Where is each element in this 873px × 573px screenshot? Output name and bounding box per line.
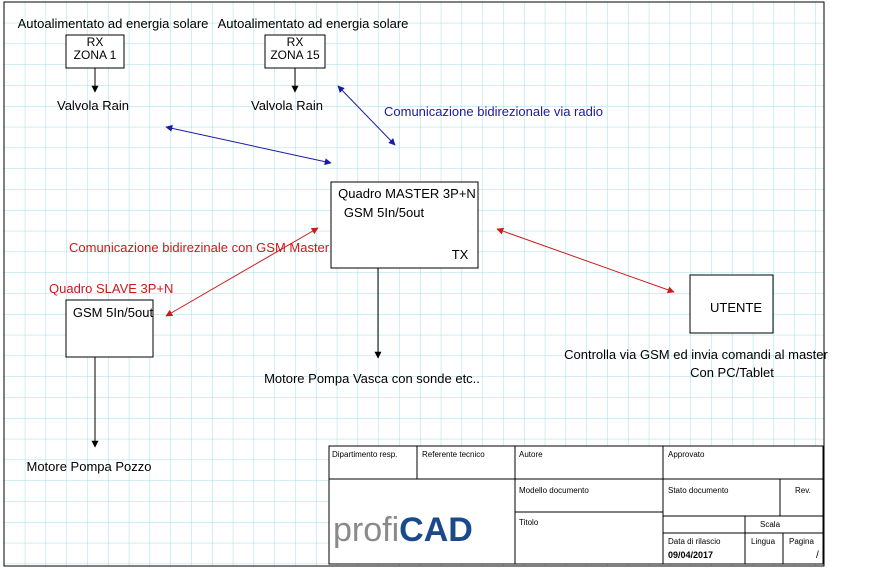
rx15-line2: ZONA 15 <box>270 48 320 62</box>
tb-stato: Stato documento <box>668 486 729 495</box>
tb-rev: Rev. <box>795 486 811 495</box>
master-tag: TX <box>452 247 469 262</box>
utente-note-line1: Controlla via GSM ed invia comandi al ma… <box>564 347 828 362</box>
slave-caption: Quadro SLAVE 3P+N <box>49 281 173 296</box>
rx15-caption: Autoalimentato ad energia solare <box>218 16 409 31</box>
radio-link-rx15 <box>337 85 396 146</box>
gsm-link-label: Comunicazione bidirezinale con GSM Maste… <box>69 240 330 255</box>
proficad-logo: profiCAD <box>333 511 473 549</box>
rx1-box[interactable] <box>65 34 125 69</box>
title-block <box>328 445 824 565</box>
svg-text:profiCAD: profiCAD <box>333 511 473 549</box>
tb-titolo: Titolo <box>519 518 539 527</box>
tb-autore: Autore <box>519 450 543 459</box>
master-line2: GSM 5In/5out <box>344 205 425 220</box>
logo-suffix: CAD <box>399 511 473 549</box>
tb-dipartimento: Dipartimento resp. <box>332 450 397 459</box>
tb-data-value: 09/04/2017 <box>668 550 713 560</box>
tb-pagina-value: / <box>816 550 819 561</box>
rx1-caption: Autoalimentato ad energia solare <box>18 16 209 31</box>
tb-modello: Modello documento <box>519 486 589 495</box>
tb-data-label: Data di rilascio <box>668 537 721 546</box>
master-output: Motore Pompa Vasca con sonde etc.. <box>264 371 480 386</box>
gsm-link-utente <box>496 227 675 294</box>
utente-label: UTENTE <box>710 300 762 315</box>
tb-approvato: Approvato <box>668 450 705 459</box>
tb-scala: Scala <box>760 520 781 529</box>
tb-pagina: Pagina <box>789 537 814 546</box>
rx1-line2: ZONA 1 <box>74 48 117 62</box>
slave-box[interactable] <box>65 299 154 358</box>
rx15-output: Valvola Rain <box>251 98 323 113</box>
rx15-line1: RX <box>287 35 304 49</box>
rx1-output: Valvola Rain <box>57 98 129 113</box>
radio-link-label: Comunicazione bidirezionale via radio <box>384 104 603 119</box>
radio-link-rx1 <box>165 124 332 166</box>
utente-box[interactable] <box>689 274 774 334</box>
master-line1: Quadro MASTER 3P+N <box>338 186 476 201</box>
tb-lingua: Lingua <box>751 537 776 546</box>
logo-prefix: profi <box>333 511 399 549</box>
rx1-line1: RX <box>87 35 104 49</box>
gsm-link-slave <box>165 227 319 317</box>
slave-output: Motore Pompa Pozzo <box>26 459 151 474</box>
master-box[interactable] <box>330 181 479 269</box>
slave-line1: GSM 5In/5out <box>73 305 154 320</box>
utente-note-line2: Con PC/Tablet <box>690 365 774 380</box>
tb-referente: Referente tecnico <box>422 450 485 459</box>
